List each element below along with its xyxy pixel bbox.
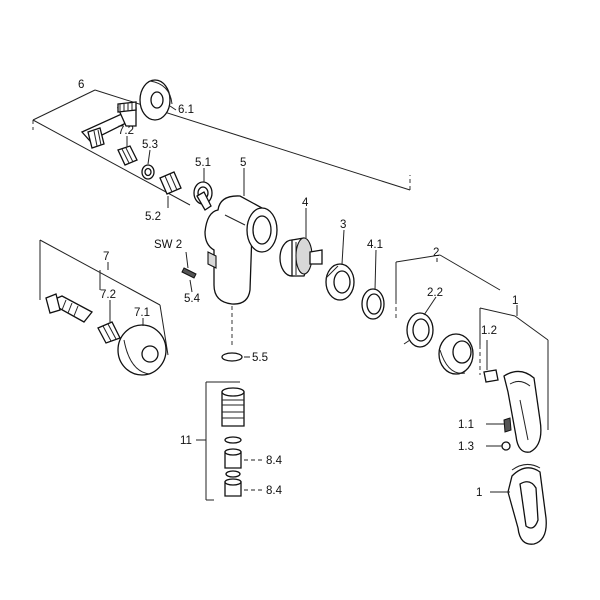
- label-5-4: 5.4: [184, 293, 201, 305]
- nipple-11: [221, 387, 245, 427]
- lever-handle-alt: [507, 464, 547, 545]
- nut-7-2-bottom: [97, 321, 121, 344]
- label-7-2-bottom: 7.2: [100, 289, 116, 301]
- label-8-4-a: 8.4: [266, 455, 283, 467]
- part-labels: 6 6.1 7.2 5.3 5.1 5 5.2 4 3 4.1 2 SW 2 7…: [78, 79, 518, 499]
- label-5-1: 5.1: [195, 157, 211, 169]
- ring-4-1: [361, 288, 385, 320]
- valve-8-4-lower: [224, 478, 242, 497]
- label-1-bottom: 1: [476, 487, 482, 499]
- group-2-bracket: [395, 254, 501, 320]
- label-7: 7: [103, 251, 109, 263]
- label-6-1: 6.1: [178, 104, 194, 116]
- label-2: 2: [433, 247, 439, 259]
- insert-1-2: [483, 369, 499, 383]
- cap-2: [438, 333, 474, 375]
- label-sw2: SW 2: [154, 239, 182, 251]
- label-5-2: 5.2: [145, 211, 161, 223]
- label-7-2-top: 7.2: [118, 125, 134, 137]
- o-ring-5-5: [221, 352, 243, 362]
- cartridge-icon: [279, 237, 323, 277]
- elbow-pipe-icon: [80, 101, 137, 149]
- label-4-1: 4.1: [367, 239, 383, 251]
- label-8-4-b: 8.4: [266, 485, 283, 497]
- label-5: 5: [240, 157, 246, 169]
- label-1-3: 1.3: [458, 441, 474, 453]
- label-4: 4: [302, 197, 309, 209]
- label-11: 11: [180, 435, 192, 447]
- leader-lines: [107, 136, 518, 493]
- label-7-1: 7.1: [134, 307, 150, 319]
- valve-8-4-upper: [224, 448, 242, 469]
- nut-3: [325, 263, 355, 301]
- label-6: 6: [78, 79, 84, 91]
- mixer-body-icon: [204, 195, 278, 345]
- label-2-2: 2.2: [427, 287, 443, 299]
- ring-2-2: [403, 312, 434, 348]
- nut-7-2-top: [117, 145, 138, 166]
- group-11-bracket: [196, 381, 240, 501]
- group-6-bracket: [32, 89, 411, 206]
- threaded-nipple-7: [45, 293, 93, 323]
- rosette-7-1: [117, 324, 167, 376]
- label-5-5: 5.5: [252, 352, 268, 364]
- fitting-5-2: [159, 171, 182, 195]
- cap-1-3: [501, 441, 511, 451]
- label-5-3: 5.3: [142, 139, 158, 151]
- label-3: 3: [340, 219, 346, 231]
- washer-11: [224, 436, 242, 444]
- group-7-bracket: [39, 239, 169, 356]
- nut-5-1: [193, 181, 213, 211]
- label-1-1: 1.1: [458, 419, 474, 431]
- rosette-icon: [139, 79, 173, 121]
- screw-1-1: [503, 417, 512, 433]
- label-1-2: 1.2: [481, 325, 497, 337]
- screw-sw2: [181, 267, 197, 279]
- group-1-bracket: [479, 307, 549, 430]
- label-1-top: 1: [512, 295, 518, 307]
- lever-handle-icon: [503, 370, 542, 453]
- leader-6-1: [169, 105, 177, 111]
